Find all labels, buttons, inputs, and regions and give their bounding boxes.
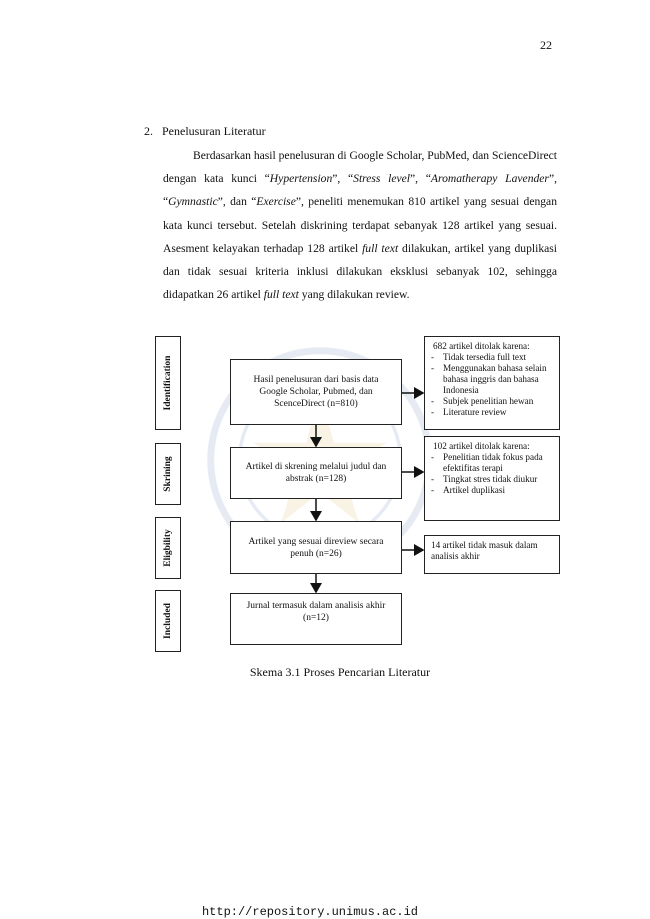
text-run: yang dilakukan review. (298, 288, 410, 302)
section-heading: 2. Penelusuran Literatur (144, 124, 266, 138)
text-run: ”, dan “ (217, 195, 257, 209)
stage-identification: Identification (155, 336, 181, 430)
keyword: full text (263, 288, 299, 302)
exclusion-reason: Literature review (431, 407, 553, 418)
exclusion-reason: Subjek penelitian hewan (431, 396, 553, 407)
stage-label: Included (163, 603, 173, 639)
box-included: Jurnal termasuk dalam analisis akhir (n=… (230, 593, 402, 645)
text-run: Berdasarkan hasil penelusuran di Google … (163, 149, 557, 186)
stage-label: Identification (163, 355, 173, 411)
box-eligibility: Artikel yang sesuai direview secara penu… (230, 521, 402, 574)
box-screening: Artikel di skrening melalui judul dan ab… (230, 447, 402, 499)
exclusion-heading: 102 artikel ditolak karena: (433, 441, 530, 451)
exclusion-reason: Penelitian tidak fokus pada efektifitas … (431, 452, 553, 474)
stage-label: Eligbility (163, 529, 173, 567)
text-run: ”, “ (410, 172, 431, 186)
page-number: 22 (540, 38, 552, 52)
exclusion-box-1: 682 artikel ditolak karena: Tidak tersed… (424, 336, 560, 430)
exclusion-reason: Artikel duplikasi (431, 485, 553, 496)
keyword: Stress level (353, 172, 411, 186)
text-run: dilakukan, artikel yang duplikasi dan ti… (163, 241, 558, 302)
keyword: Gymnastic (168, 195, 218, 209)
keyword: Hypertension (269, 172, 333, 186)
exclusion-box-3: 14 artikel tidak masuk dalam analisis ak… (424, 535, 560, 574)
stage-label: Skrining (163, 456, 173, 492)
exclusion-reason: Tidak tersedia full text (431, 352, 553, 363)
stage-eligibility: Eligbility (155, 517, 181, 579)
stage-skrining: Skrining (155, 443, 181, 505)
repository-url: http://repository.unimus.ac.id (201, 905, 419, 919)
exclusion-reason: Tingkat stres tidak diukur (431, 474, 553, 485)
text-run: ”, “ (332, 172, 354, 186)
keyword: full text (362, 241, 399, 255)
text-run: ”, peneliti menemukan 810 artikel yang s… (163, 195, 557, 255)
keyword: Aromatherapy Lavender (430, 172, 549, 186)
exclusion-box-2: 102 artikel ditolak karena: Penelitian t… (424, 436, 560, 521)
figure-caption: Skema 3.1 Proses Pencarian Literatur (249, 665, 431, 679)
box-identification: Hasil penelusuran dari basis data Google… (230, 359, 402, 425)
exclusion-heading: 682 artikel ditolak karena: (433, 341, 530, 351)
exclusion-reason: Menggunakan bahasa selain bahasa inggris… (431, 363, 553, 396)
keyword: Exercise (256, 195, 296, 209)
text-run: ”, “ (163, 172, 557, 209)
body-paragraph: Berdasarkan hasil penelusuran di Google … (163, 144, 557, 306)
stage-included: Included (155, 590, 181, 652)
